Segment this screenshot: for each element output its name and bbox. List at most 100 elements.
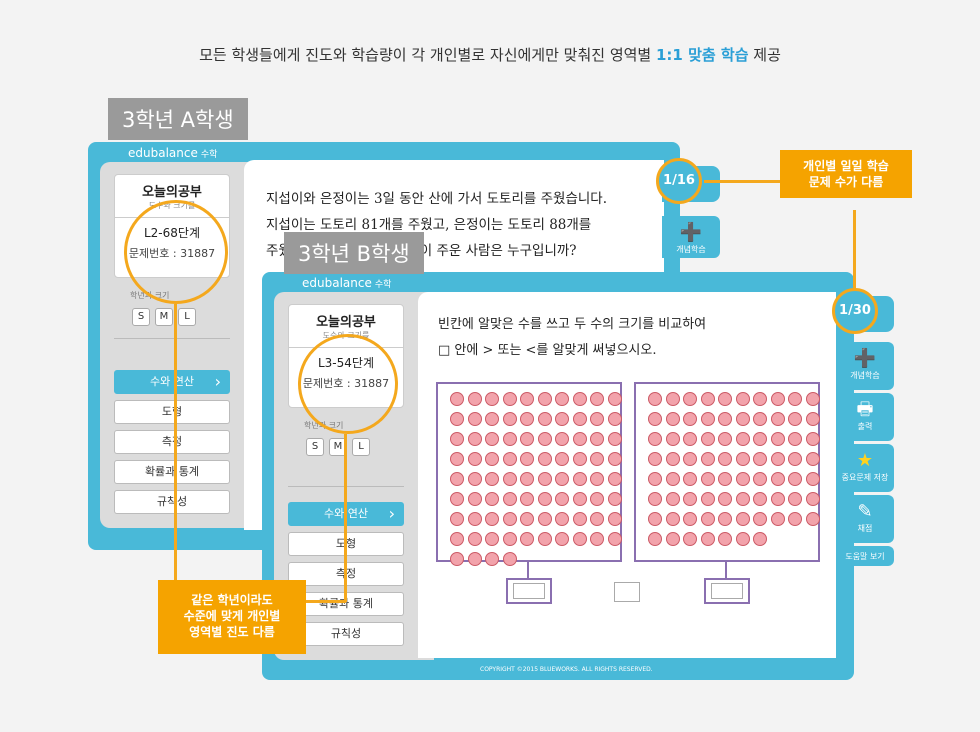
counting-dot [485, 492, 499, 506]
counting-dot [805, 472, 820, 486]
counting-dot [520, 532, 534, 546]
counting-dot [555, 392, 569, 406]
size-m-button[interactable]: M [155, 308, 173, 326]
grading-tab[interactable]: ✎ 채점 [836, 495, 894, 543]
counting-dot [805, 452, 820, 466]
menu-item-number[interactable]: 수와 연산 [114, 370, 230, 394]
counting-dot [555, 412, 569, 426]
counting-dot [485, 552, 499, 566]
counting-dot [590, 432, 604, 446]
counting-dot [718, 392, 732, 406]
size-l-button[interactable]: L [352, 438, 370, 456]
size-s-button[interactable]: S [132, 308, 150, 326]
counting-dot [485, 412, 499, 426]
counting-dot [520, 452, 534, 466]
counting-dot [770, 432, 785, 446]
menu-item-measure[interactable]: 측정 [114, 430, 230, 454]
counting-dot [735, 432, 750, 446]
counting-dot [805, 492, 820, 506]
counting-dot [485, 472, 499, 486]
counting-dot [683, 512, 697, 526]
counting-dot [700, 452, 715, 466]
counting-dot [537, 472, 552, 486]
counting-dot [485, 392, 499, 406]
counting-dot [665, 472, 680, 486]
highlight-circle-b [298, 334, 398, 434]
counting-dot [683, 412, 697, 426]
counting-dot [607, 472, 622, 486]
counting-dot [485, 532, 499, 546]
counting-dot [683, 472, 697, 486]
concept-tab-b[interactable]: ➕ 개념학습 [836, 342, 894, 390]
grade-tag-a: 3학년 A학생 [108, 98, 248, 140]
answer-box-right[interactable] [704, 578, 750, 604]
counting-dot [607, 512, 622, 526]
counting-dot [735, 532, 750, 546]
counting-dot [555, 452, 569, 466]
counting-dot [718, 452, 732, 466]
counting-dot [572, 492, 587, 506]
counting-dot [648, 412, 662, 426]
counting-dot [502, 532, 517, 546]
counting-dot [665, 392, 680, 406]
counting-dot [572, 512, 587, 526]
counting-dot [648, 392, 662, 406]
counting-dot [683, 432, 697, 446]
counting-dot [555, 492, 569, 506]
counting-dot [665, 452, 680, 466]
counting-dot [753, 452, 767, 466]
headline-text: 모든 학생들에게 진도와 학습량이 각 개인별로 자신에게만 맞춰진 영역별 [199, 46, 656, 64]
size-l-button[interactable]: L [178, 308, 196, 326]
counting-dot [700, 472, 715, 486]
callout-progress: 같은 학년이라도 수준에 맞게 개인별 영역별 진도 다름 [158, 580, 306, 654]
counting-dot [450, 472, 464, 486]
counting-dot [502, 512, 517, 526]
counting-dot [502, 392, 517, 406]
menu-item-pattern[interactable]: 규칙성 [288, 622, 404, 646]
counting-dot [753, 532, 767, 546]
math-symbols-icon: ➕ [853, 348, 877, 369]
counting-dot [537, 532, 552, 546]
counting-dot [572, 432, 587, 446]
counting-dot [718, 432, 732, 446]
counting-dot [590, 512, 604, 526]
menu-item-probability[interactable]: 확률과 통계 [114, 460, 230, 484]
page-headline: 모든 학생들에게 진도와 학습량이 각 개인별로 자신에게만 맞춰진 영역별 1… [0, 44, 980, 65]
size-s-button[interactable]: S [306, 438, 324, 456]
compare-box[interactable] [614, 582, 640, 602]
counting-dot [788, 472, 802, 486]
counting-dot [467, 492, 482, 506]
counting-dot [590, 532, 604, 546]
counting-dot [753, 512, 767, 526]
counting-dot [770, 452, 785, 466]
copyright: COPYRIGHT ©2015 BLUEWORKS. ALL RIGHTS RE… [480, 666, 653, 673]
counting-dot [753, 432, 767, 446]
counting-dot [788, 452, 802, 466]
size-buttons-a: S M L [132, 308, 196, 326]
counting-dot [467, 452, 482, 466]
counting-dot [607, 412, 622, 426]
menu-item-shape[interactable]: 도형 [114, 400, 230, 424]
counting-dot [607, 432, 622, 446]
counting-dot [735, 472, 750, 486]
counting-dot [520, 512, 534, 526]
counting-dot [467, 512, 482, 526]
answer-box-left[interactable] [506, 578, 552, 604]
counting-dot [683, 492, 697, 506]
print-tab[interactable]: 🖶 출력 [836, 393, 894, 441]
question-paper-b: 빈칸에 알맞은 수를 쓰고 두 수의 크기를 비교하여 □ 안에 > 또는 <를… [418, 292, 836, 658]
save-important-tab[interactable]: ★ 중요문제 저장 [836, 444, 894, 492]
counting-dot [502, 432, 517, 446]
concept-tab-a[interactable]: ➕ 개념학습 [662, 216, 720, 258]
counting-dot [735, 492, 750, 506]
counting-dot [467, 472, 482, 486]
dot-box-right [634, 382, 820, 562]
counting-dot [555, 432, 569, 446]
help-tab[interactable]: 도움말 보기 [836, 546, 894, 566]
question-text-b: 빈칸에 알맞은 수를 쓰고 두 수의 크기를 비교하여 □ 안에 > 또는 <를… [438, 317, 707, 358]
counting-dot [805, 512, 820, 526]
menu-item-pattern[interactable]: 규칙성 [114, 490, 230, 514]
counting-dot [788, 492, 802, 506]
